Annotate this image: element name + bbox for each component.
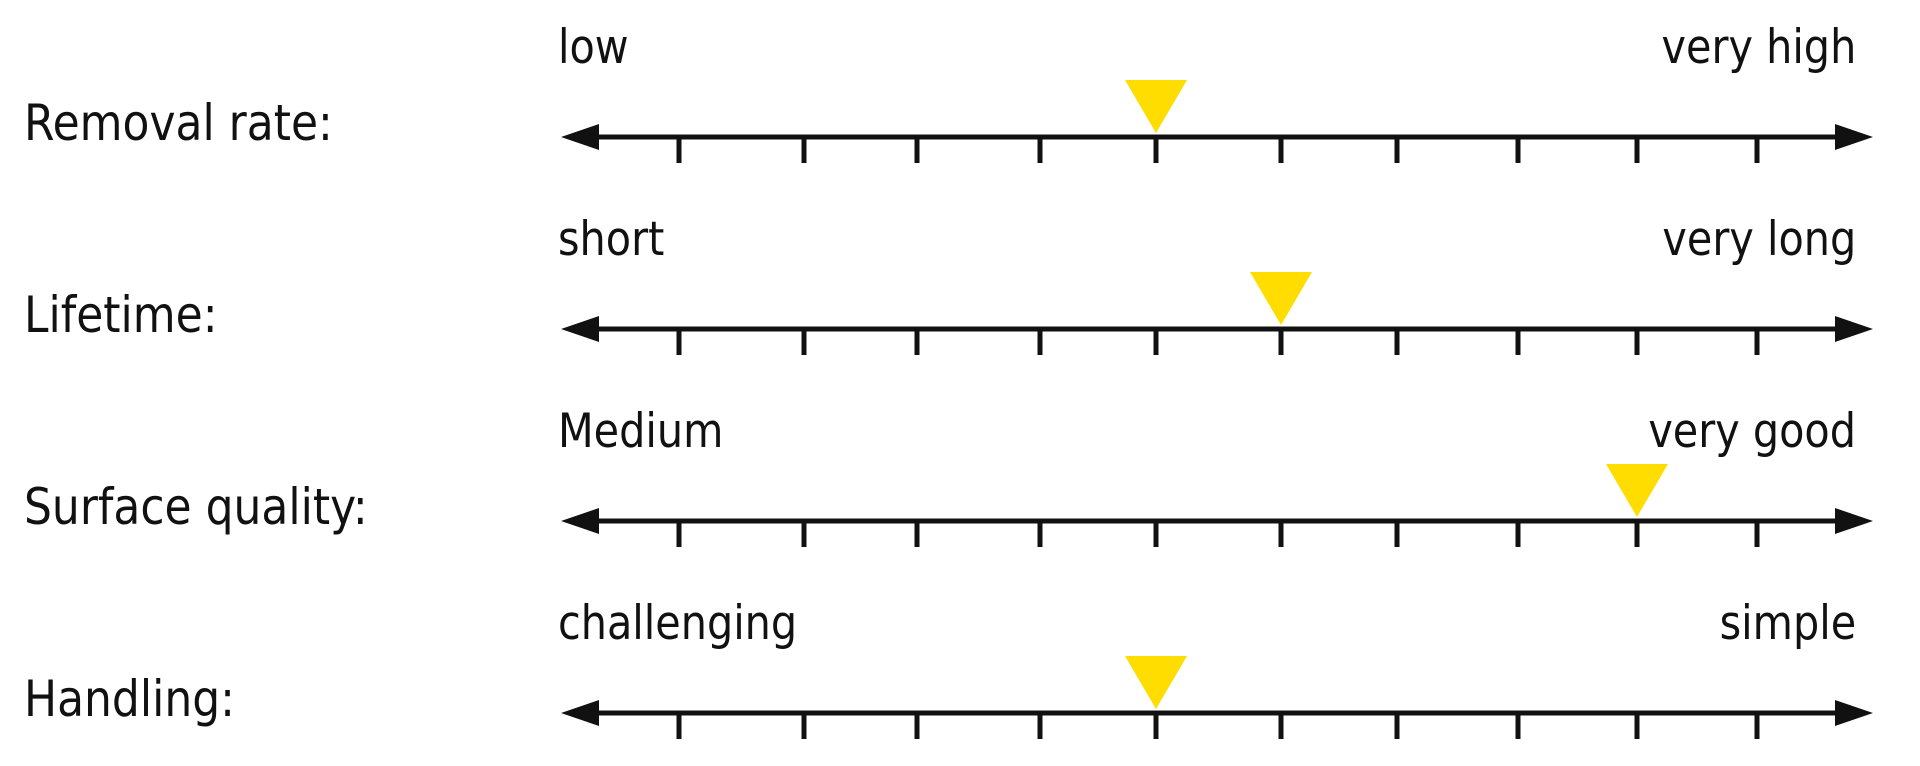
scale-row-removal-rate: Removal rate: low very high (0, 0, 1920, 190)
arrow-right-icon (1835, 124, 1873, 150)
scale-row-handling: Handling: challenging simple (0, 576, 1920, 766)
rating-marker-icon (1606, 464, 1668, 517)
scale-track (561, 656, 1873, 739)
arrow-right-icon (1835, 700, 1873, 726)
row-label: Lifetime: (24, 286, 218, 344)
row-label: Handling: (24, 670, 235, 728)
scale-high-label: simple (1719, 596, 1856, 651)
scale-high-label: very good (1648, 404, 1856, 459)
scale-low-label: Medium (558, 404, 724, 459)
scale-row-surface-quality: Surface quality: Medium very good (0, 384, 1920, 574)
scale-track (561, 464, 1873, 547)
scale-row-lifetime: Lifetime: short very long (0, 192, 1920, 382)
row-label: Surface quality: (24, 478, 368, 536)
scale-low-label: challenging (558, 596, 798, 651)
scale-low-label: low (558, 20, 629, 75)
rating-marker-icon (1125, 80, 1187, 133)
arrow-left-icon (561, 508, 599, 534)
rating-marker-icon (1250, 272, 1312, 325)
scale-high-label: very high (1661, 20, 1856, 75)
rating-marker-icon (1125, 656, 1187, 709)
scale-low-label: short (558, 212, 665, 267)
arrow-right-icon (1835, 316, 1873, 342)
arrow-left-icon (561, 124, 599, 150)
scale-track (561, 80, 1873, 163)
row-label: Removal rate: (24, 94, 333, 152)
arrow-right-icon (1835, 508, 1873, 534)
arrow-left-icon (561, 700, 599, 726)
arrow-left-icon (561, 316, 599, 342)
scale-high-label: very long (1662, 212, 1856, 267)
scale-track (561, 272, 1873, 355)
